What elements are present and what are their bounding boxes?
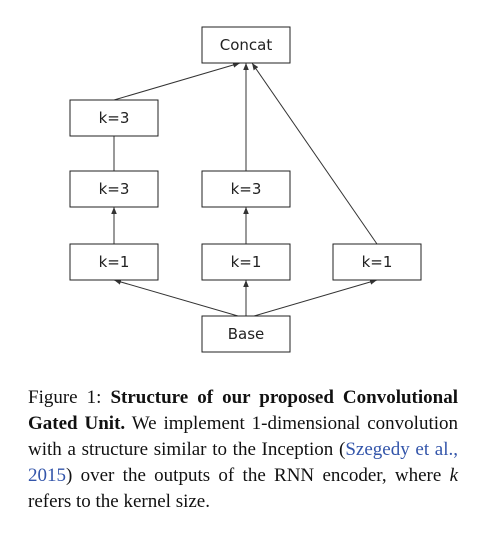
edge-k3-top-to-concat [113, 62, 241, 101]
node-label-k1-mid: k=1 [231, 253, 262, 271]
caption-variable: k [449, 465, 458, 486]
caption-citation-link[interactable]: Szegedy et al., 2015 [28, 439, 458, 486]
node-label-concat: Concat [220, 36, 273, 54]
caption-text-3: refers to the kernel size. [28, 491, 210, 512]
figure-caption: Figure 1: Structure of our proposed Conv… [28, 385, 458, 515]
node-label-k3-mid: k=3 [231, 180, 262, 198]
node-k1-right: k=1 [332, 243, 422, 281]
node-label-k3-top: k=3 [99, 109, 130, 127]
node-k3-left: k=3 [69, 170, 159, 208]
node-base: Base [201, 315, 291, 353]
caption-title: Structure of our proposed Convolutional … [28, 387, 458, 434]
edge-base-to-k1-left [113, 279, 239, 317]
node-label-k1-right: k=1 [362, 253, 393, 271]
node-label-k3-left: k=3 [99, 180, 130, 198]
node-k1-mid: k=1 [201, 243, 291, 281]
caption-text-2: ) over the outputs of the RNN encoder, w… [66, 465, 450, 486]
node-k1-left: k=1 [69, 243, 159, 281]
node-label-k1-left: k=1 [99, 253, 130, 271]
caption-prefix: Figure 1: [28, 387, 111, 408]
convolutional-gated-unit-diagram: Concat k=3 k=3 k=3 k=1 k=1 k=1 Base [69, 26, 422, 353]
node-concat: Concat [201, 26, 291, 64]
edge-k1-right-to-concat [251, 62, 378, 245]
edge-base-to-k1-right [253, 279, 378, 317]
caption-text-1: We implement 1-dimensional convolution w… [28, 413, 459, 460]
node-label-base: Base [228, 325, 265, 343]
node-k3-mid: k=3 [201, 170, 291, 208]
node-k3-top: k=3 [69, 99, 159, 137]
